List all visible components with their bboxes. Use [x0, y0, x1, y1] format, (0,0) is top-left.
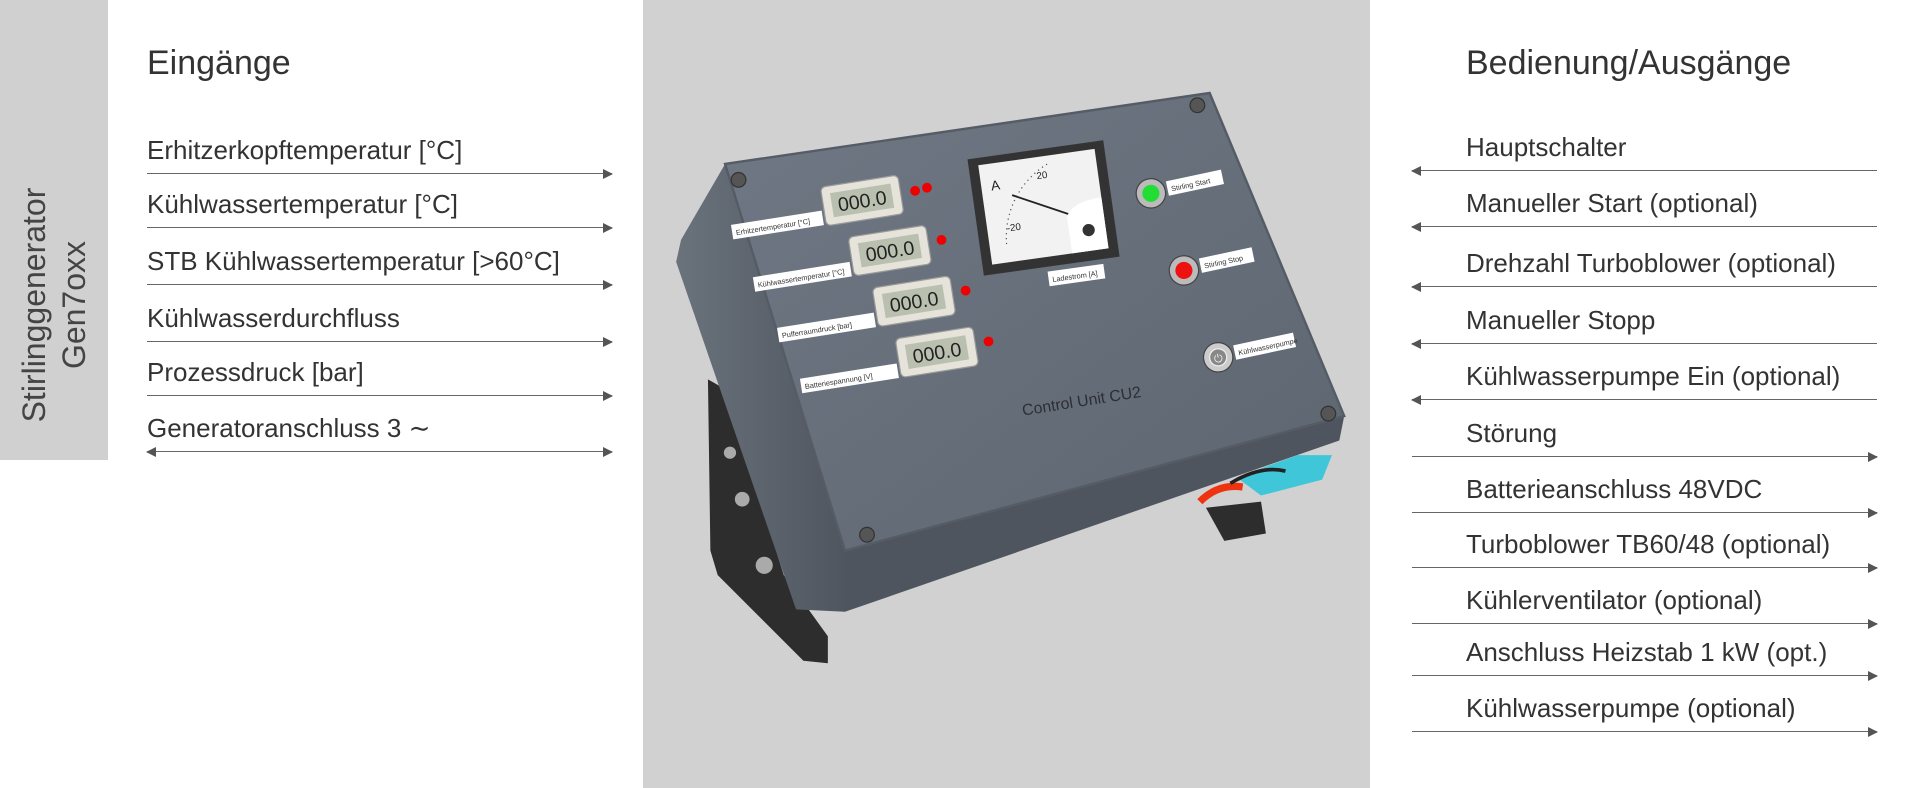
product-title-line2: Gen7oxx — [56, 240, 92, 370]
product-title: Stirlinggenerator Gen7oxx — [14, 145, 94, 465]
control-unit-illustration: Erhitzertemperatur [°C] 000.0 Kühlwasser… — [676, 91, 1346, 664]
arrow-right — [147, 169, 613, 179]
product-title-panel: Stirlinggenerator Gen7oxx — [0, 0, 108, 460]
output-item: Kühlerventilator (optional) — [1412, 585, 1878, 629]
arrow-right — [1412, 619, 1878, 629]
output-label: Störung — [1466, 418, 1558, 448]
output-label: Kühlwasserpumpe Ein (optional) — [1466, 361, 1841, 391]
arrow-left — [1411, 282, 1877, 292]
outputs-heading: Bedienung/Ausgänge — [1466, 44, 1792, 82]
arrow-right — [1412, 727, 1878, 737]
input-label: Generatoranschluss 3 ∼ — [147, 413, 431, 443]
input-item: Erhitzerkopftemperatur [°C] — [147, 135, 613, 179]
meter-max: 20 — [1036, 170, 1049, 182]
power-icon: ⏻ — [1213, 352, 1224, 366]
output-label: Manueller Start (optional) — [1466, 188, 1758, 218]
led-indicator — [922, 182, 932, 193]
display-row: Batteriespannung [V] 000.0 — [799, 326, 994, 394]
led-indicator — [936, 235, 947, 245]
enclosure-bottom — [844, 416, 1345, 612]
output-item: Manueller Stopp — [1411, 305, 1877, 349]
inputs-heading: Eingänge — [147, 44, 291, 82]
arrow-both — [146, 447, 613, 457]
cable-connectors — [1197, 455, 1332, 505]
screw — [730, 97, 1337, 543]
product-title-line1: Stirlinggenerator — [16, 187, 52, 423]
arrow-left — [1411, 166, 1877, 176]
output-label: Kühlwasserpumpe (optional) — [1466, 693, 1796, 723]
output-item: Störung — [1412, 418, 1878, 462]
meter-unit: A — [990, 177, 1001, 193]
output-label: Hauptschalter — [1466, 132, 1627, 162]
bracket-hole — [755, 556, 773, 574]
input-label: Erhitzerkopftemperatur [°C] — [147, 135, 463, 165]
output-item: Batterieanschluss 48VDC — [1412, 474, 1878, 518]
arrow-left — [1411, 222, 1877, 232]
input-label: Kühlwasserdurchfluss — [147, 303, 400, 333]
arrow-left — [1411, 339, 1877, 349]
ammeter: A 20 -20 Ladestrom [A] — [967, 140, 1120, 287]
meter-min: -20 — [1006, 222, 1022, 235]
input-item: STB Kühlwassertemperatur [>60°C] — [147, 246, 613, 290]
bracket-hole — [723, 446, 737, 459]
arrow-right — [147, 391, 613, 401]
input-label: Kühlwassertemperatur [°C] — [147, 189, 458, 219]
arrow-right — [147, 223, 613, 233]
output-item: Anschluss Heizstab 1 kW (opt.) — [1412, 637, 1878, 681]
output-label: Drehzahl Turboblower (optional) — [1466, 248, 1836, 278]
display-row: Erhitzertemperatur [°C] 000.0 — [730, 175, 932, 240]
input-item: Generatoranschluss 3 ∼ — [146, 413, 613, 457]
input-item: Kühlwassertemperatur [°C] — [147, 189, 613, 233]
input-item: Prozessdruck [bar] — [147, 357, 613, 401]
arrow-right — [147, 280, 613, 290]
output-item: Kühlwasserpumpe (optional) — [1412, 693, 1878, 737]
output-item: Turboblower TB60/48 (optional) — [1412, 529, 1878, 573]
input-label: Prozessdruck [bar] — [147, 357, 364, 387]
right-bracket — [1205, 501, 1266, 541]
arrow-right — [1412, 452, 1878, 462]
input-label: STB Kühlwassertemperatur [>60°C] — [147, 246, 560, 276]
led-indicator — [910, 185, 921, 196]
output-item: Kühlwasserpumpe Ein (optional) — [1411, 361, 1877, 405]
arrow-right — [1412, 671, 1878, 681]
enclosure-side — [676, 163, 845, 612]
arrow-right — [147, 337, 613, 347]
arrow-left — [1411, 395, 1877, 405]
input-item: Kühlwasserdurchfluss — [147, 303, 613, 347]
device-image: Erhitzertemperatur [°C] 000.0 Kühlwasser… — [643, 0, 1370, 788]
output-label: Kühlerventilator (optional) — [1466, 585, 1763, 615]
led-indicator — [960, 285, 971, 296]
output-label: Manueller Stopp — [1466, 305, 1656, 335]
output-label: Turboblower TB60/48 (optional) — [1466, 529, 1831, 559]
output-label: Anschluss Heizstab 1 kW (opt.) — [1466, 637, 1828, 667]
output-label: Batterieanschluss 48VDC — [1466, 474, 1763, 504]
bracket-hole — [734, 491, 750, 507]
left-bracket — [707, 379, 828, 664]
arrow-right — [1412, 563, 1878, 573]
meter-needle — [1011, 194, 1075, 217]
output-item: Drehzahl Turboblower (optional) — [1411, 248, 1877, 292]
arrow-right — [1412, 508, 1878, 518]
output-item: Manueller Start (optional) — [1411, 188, 1877, 232]
output-item: Hauptschalter — [1411, 132, 1877, 176]
led-indicator — [983, 336, 994, 347]
